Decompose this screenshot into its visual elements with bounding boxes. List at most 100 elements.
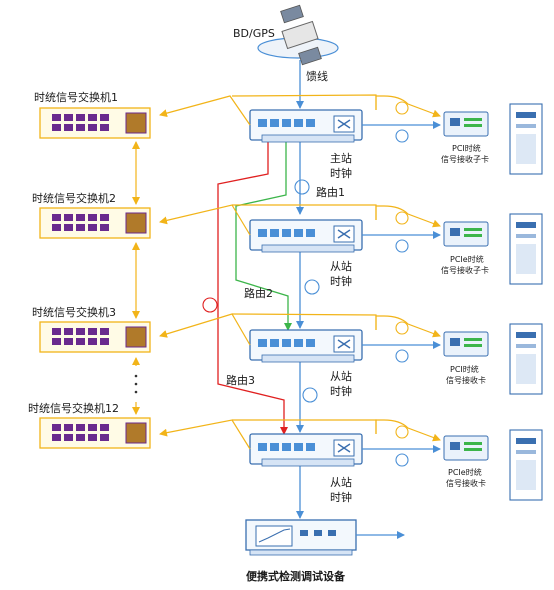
switch-port-icon [76,434,85,441]
card-label-line1: PCI时统 [450,364,479,374]
switch-port-icon [88,338,97,345]
clock-port-icon [306,339,315,347]
card-label-line2: 信号接收子卡 [441,265,489,275]
switch-port-icon [88,214,97,221]
clock-port-icon [258,443,267,451]
switch-port-icon [100,214,109,221]
clock-label-line2: 时钟 [330,384,352,398]
card-label-line1: PCIe时统 [448,467,482,477]
clock-port-icon [258,229,267,237]
switch-port-icon [100,328,109,335]
clock-port-icon [294,443,303,451]
switch-port-icon [100,114,109,121]
switch-port-icon [100,124,109,131]
switch-port-icon [100,424,109,431]
clock-port-icon [306,443,315,451]
card-label-line1: PCI时统 [452,143,481,153]
server-icon [509,323,543,395]
clock-port-icon [306,119,315,127]
switch-port-icon [64,434,73,441]
clock-port-icon [282,443,291,451]
clock-port-group [258,115,355,457]
route-green-line [235,140,292,331]
switch-label: 时统信号交换机2 [32,191,116,205]
clock-label-line1: 从站 [330,259,352,273]
clock-label-line2: 时钟 [330,274,352,288]
switch-port-icon [64,124,73,131]
route-label: 路由2 [244,286,273,300]
switch-port-icon [88,224,97,231]
switch-interlinks [132,141,140,415]
switch-port-icon [76,124,85,131]
switch-port-icon [76,328,85,335]
switch-port-icon [64,214,73,221]
card-label-line2: 信号接收子卡 [441,154,489,164]
satellite-label: BD/GPS [233,27,275,40]
clock-port-icon [270,119,279,127]
shuffle-icon-glyph [337,119,351,129]
switch-port-icon [52,434,61,441]
crossconnect-icon [125,326,147,348]
pci-card-3[interactable] [443,331,489,357]
clock-label-line1: 从站 [330,475,352,489]
switch-port-icon [52,114,61,121]
clock-port-icon [270,229,279,237]
route-red-line [202,140,288,435]
switch-port-icon [100,434,109,441]
clock-port-icon [270,443,279,451]
clock-label-line1: 主站 [330,151,352,165]
switch-port-icon [64,338,73,345]
pci-card-1[interactable] [443,111,489,137]
card-label-line2: 信号接收卡 [446,478,486,488]
switch-label: 时统信号交换机12 [28,401,119,415]
crossconnect-icon [125,112,147,134]
feeder-label: 馈线 [306,69,328,83]
server-icon [509,213,543,285]
link-circle-icons [294,179,320,403]
route-label: 路由1 [316,185,345,199]
crossconnect-icon [125,422,147,444]
portable-test-device[interactable] [245,519,357,556]
switch-port-icon [52,124,61,131]
switch-port-icon [64,328,73,335]
switch-label: 时统信号交换机3 [32,305,116,319]
switch-port-icon [76,114,85,121]
card-label-line2: 信号接收卡 [446,375,486,385]
switch-port-icon [76,424,85,431]
server-icon [509,429,543,501]
clock-port-icon [294,229,303,237]
switch-port-icon [76,338,85,345]
clock-port-icon [282,229,291,237]
device-label: 便携式检测调试设备 [246,569,346,583]
server-icon [509,103,543,175]
clock-port-icon [294,339,303,347]
switch-port-icon [100,224,109,231]
clock-label-line2: 时钟 [330,490,352,504]
fiber-to-cards [362,95,441,467]
shuffle-icon-glyph [337,443,351,453]
switch-port-group [52,112,147,444]
switch-port-icon [100,338,109,345]
crossconnect-icon [125,212,147,234]
switch-port-icon [88,114,97,121]
switch-port-icon [52,338,61,345]
switch-port-icon [64,424,73,431]
switch-port-icon [52,214,61,221]
clock-port-icon [282,119,291,127]
pci-card-2[interactable] [443,221,489,247]
clock-port-icon [294,119,303,127]
switch-port-icon [88,328,97,335]
clock-port-icon [258,339,267,347]
pci-card-4[interactable] [443,435,489,461]
switch-port-icon [52,424,61,431]
shuffle-icon-glyph [337,339,351,349]
switch-port-icon [88,424,97,431]
switch-port-icon [64,114,73,121]
switch-port-icon [88,124,97,131]
switch-port-icon [76,214,85,221]
switch-port-icon [88,434,97,441]
switch-port-icon [76,224,85,231]
shuffle-icon-glyph [337,229,351,239]
switch-port-icon [64,224,73,231]
